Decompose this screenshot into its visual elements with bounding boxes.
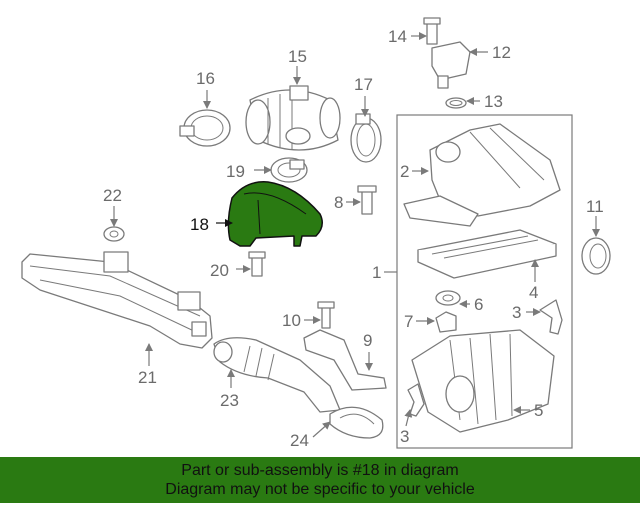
callout-15: 15 [288, 47, 307, 66]
callout-24: 24 [290, 431, 309, 450]
callout-20: 20 [210, 261, 229, 280]
callout-1: 1 [372, 263, 381, 282]
part-21-intake-duct[interactable] [21, 251, 213, 349]
callout-4: 4 [529, 283, 538, 302]
callout-9: 9 [363, 331, 372, 350]
callout-12: 12 [492, 43, 511, 62]
part-8-bolt[interactable] [357, 185, 377, 215]
banner-line-1: Part or sub-assembly is #18 in diagram [181, 462, 459, 479]
part-18-air-duct[interactable] [227, 181, 323, 247]
part-3-clip-upper[interactable] [539, 299, 563, 335]
callout-8: 8 [334, 193, 343, 212]
part-15-mass-airflow-tube[interactable] [245, 85, 341, 151]
part-9-bracket[interactable] [303, 329, 387, 391]
callout-7: 7 [404, 312, 413, 331]
callout-17: 17 [354, 75, 373, 94]
assembly-frame [396, 114, 573, 449]
part-2-upper-housing[interactable] [403, 123, 561, 227]
part-5-lower-housing[interactable] [411, 329, 555, 433]
callout-14: 14 [388, 27, 407, 46]
callout-3-lower: 3 [400, 427, 409, 446]
callout-labels: 16 15 17 19 18 20 22 21 23 24 8 10 9 14 … [103, 27, 604, 450]
callout-2: 2 [400, 162, 409, 181]
callout-13: 13 [484, 92, 503, 111]
part-14-bolt[interactable] [423, 17, 441, 45]
part-23-intake-hose[interactable] [213, 337, 341, 413]
callout-11: 11 [586, 197, 604, 216]
part-16-clamp[interactable] [179, 109, 231, 147]
callout-5: 5 [534, 401, 543, 420]
part-12-airflow-sensor[interactable] [431, 41, 471, 89]
part-22-grommet[interactable] [103, 226, 125, 242]
info-banner: Part or sub-assembly is #18 in diagram D… [0, 457, 640, 503]
callout-3-upper: 3 [512, 303, 521, 322]
part-24-clamp[interactable] [329, 406, 384, 439]
part-4-air-filter[interactable] [417, 229, 557, 279]
callout-6: 6 [474, 295, 483, 314]
part-10-bolt[interactable] [317, 301, 335, 329]
callout-23: 23 [220, 391, 239, 410]
callout-18: 18 [190, 215, 209, 234]
part-6-grommet[interactable] [435, 290, 461, 306]
part-7-mount[interactable] [435, 311, 457, 333]
part-19-clamp[interactable] [270, 157, 308, 183]
callout-19: 19 [226, 162, 245, 181]
callout-21: 21 [138, 368, 157, 387]
parts-diagram: 16 15 17 19 18 20 22 21 23 24 8 10 9 14 … [21, 17, 611, 450]
callout-10: 10 [282, 311, 301, 330]
part-13-o-ring[interactable] [445, 97, 467, 109]
callout-22: 22 [103, 186, 122, 205]
part-11-seal[interactable] [581, 237, 611, 275]
part-20-bolt[interactable] [248, 251, 266, 277]
part-17-clamp[interactable] [350, 113, 382, 163]
callout-16: 16 [196, 69, 215, 88]
banner-line-2: Diagram may not be specific to your vehi… [165, 481, 475, 498]
leader-lines [110, 32, 600, 438]
part-3-clip-lower[interactable] [407, 383, 425, 417]
